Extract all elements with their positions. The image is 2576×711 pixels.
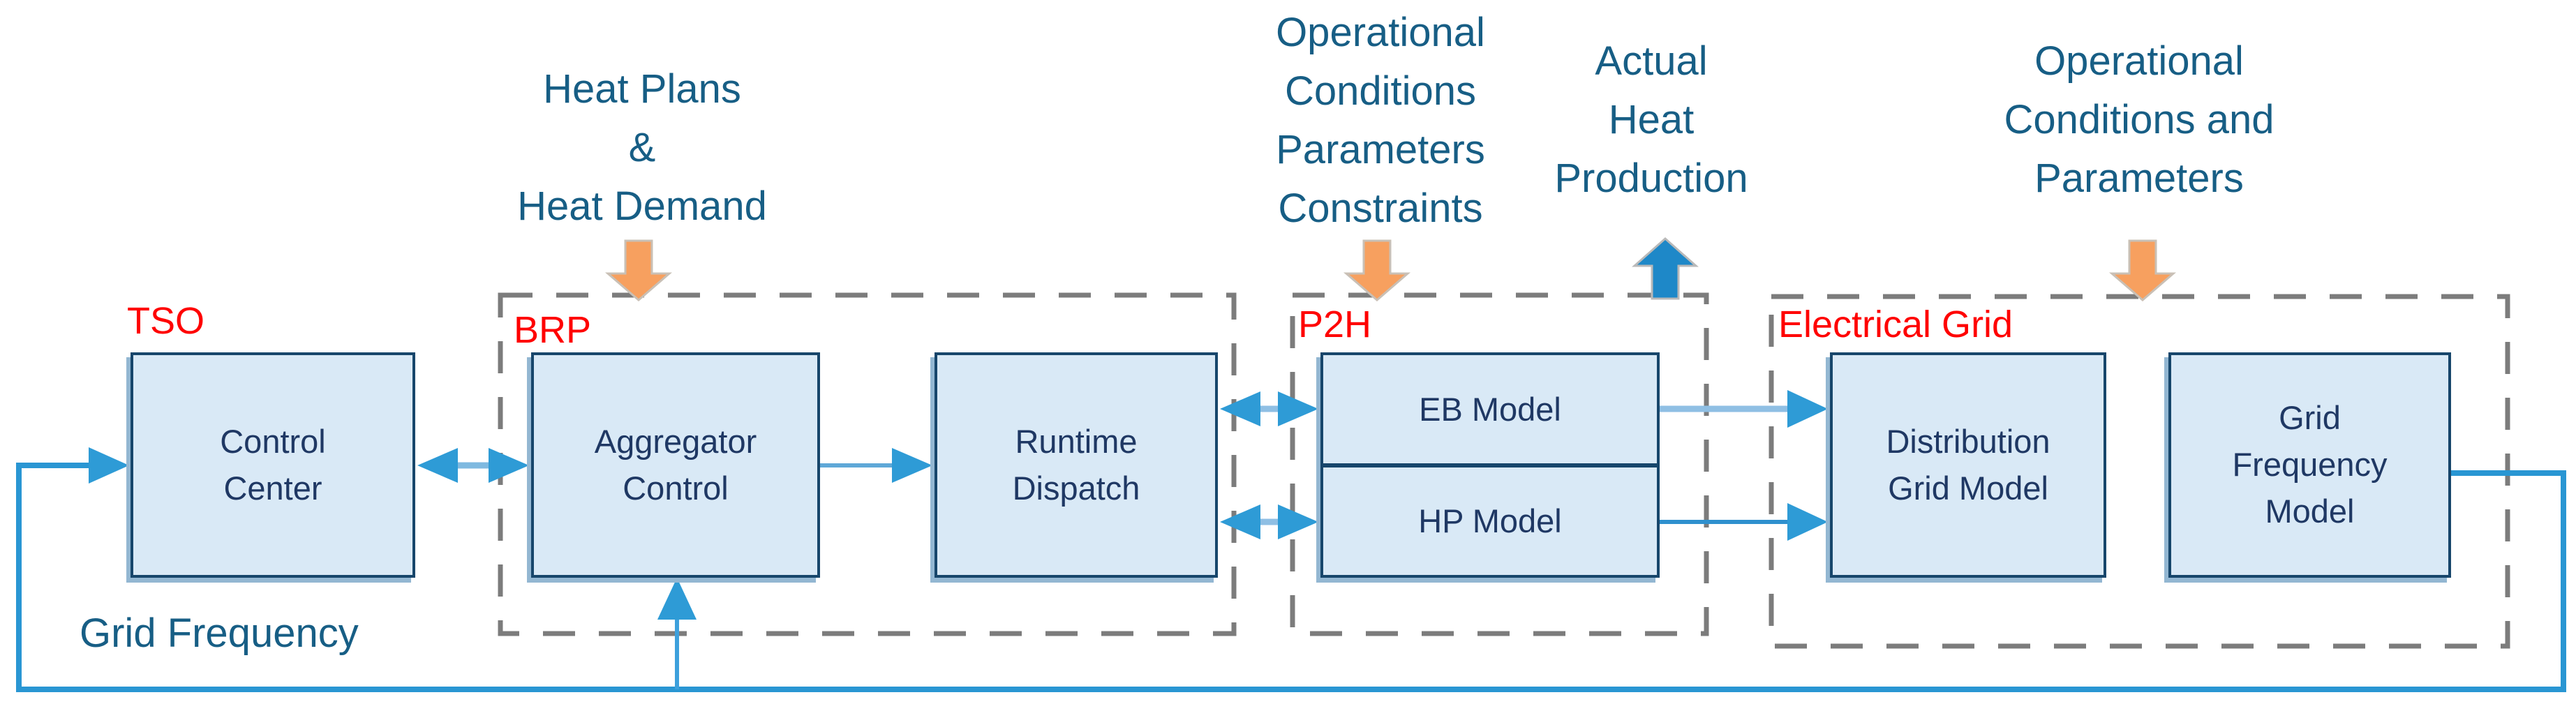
rd-hp-left-arrowhead: [1220, 504, 1260, 539]
feedback-to-aggregator-arrow: [657, 578, 697, 620]
rd-eb-right-arrowhead: [1278, 391, 1318, 426]
p2h-group-label: P2H: [1298, 304, 1372, 345]
brp-group-label: BRP: [514, 309, 592, 351]
heat-plans-demand-annotation: Heat Plans & Heat Demand: [517, 66, 767, 229]
runtime-dispatch-box: Runtime Dispatch: [935, 352, 1218, 578]
grid-frequency-feedback-arrow: [89, 447, 129, 484]
electrical-grid-group-label: Electrical Grid: [1778, 304, 2013, 345]
aggregator-control-box: Aggregator Control: [531, 352, 820, 578]
operational-parameters-annotation: Operational Conditions and Parameters: [2004, 38, 2275, 201]
ac-rd-arrowhead: [892, 448, 932, 483]
actual-heat-production-up-arrow-icon: [1632, 237, 1699, 300]
heat-plans-down-arrow-icon: [604, 239, 673, 301]
cc-ac-right-arrowhead: [489, 448, 529, 483]
rd-hp-right-arrowhead: [1278, 504, 1318, 539]
actual-heat-production-annotation: Actual Heat Production: [1554, 38, 1748, 201]
eb-hp-model-stack: EB Model HP Model: [1320, 352, 1660, 578]
rd-eb-left-arrowhead: [1220, 391, 1260, 426]
tso-group-label: TSO: [127, 300, 205, 342]
operational-parameters-down-arrow-icon: [2108, 239, 2177, 301]
hp-dgm-arrowhead: [1787, 503, 1828, 541]
hp-model-box: HP Model: [1418, 502, 1562, 540]
grid-frequency-model-box: Grid Frequency Model: [2168, 352, 2451, 578]
eb-model-box: EB Model: [1419, 390, 1561, 428]
grid-frequency-feedback-line: [16, 463, 2566, 692]
operational-constraints-down-arrow-icon: [1343, 239, 1411, 301]
eb-hp-divider: [1323, 463, 1657, 467]
cc-ac-left-arrowhead: [417, 448, 458, 483]
distribution-grid-model-box: Distribution Grid Model: [1830, 352, 2106, 578]
grid-frequency-annotation: Grid Frequency: [80, 611, 359, 656]
control-center-box: Control Center: [131, 352, 415, 578]
operational-constraints-annotation: Operational Conditions Parameters Constr…: [1276, 10, 1485, 231]
p2h-group-dashed-border: [1290, 292, 1709, 636]
eb-dgm-arrowhead: [1787, 390, 1828, 428]
